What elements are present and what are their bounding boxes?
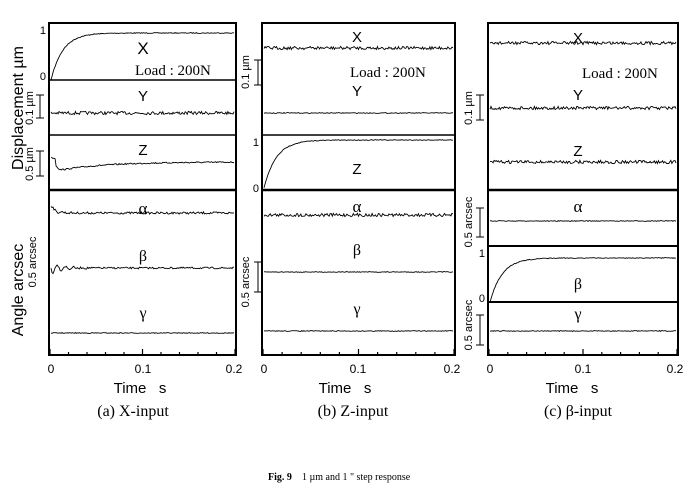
subtitle: (b) Z-input (318, 403, 389, 420)
step-tick-0: 0 (40, 71, 46, 83)
trace-Y (263, 112, 454, 114)
step-tick-1: 1 (253, 137, 259, 149)
trace-Z (263, 139, 454, 188)
trace-X (263, 45, 454, 51)
trace-label: α (353, 197, 362, 216)
trace-label: X (352, 29, 362, 46)
x-axis-label: Time s (114, 380, 167, 397)
step-tick-1: 1 (479, 248, 485, 260)
ylabel-displacement: Displacement µm (10, 46, 27, 170)
x-tick-label: 0 (48, 362, 55, 376)
trace-label: γ (352, 301, 360, 318)
load-label: Load : 200N (135, 63, 211, 79)
subtitle: (a) X-input (97, 403, 169, 420)
scale-bar (476, 314, 484, 346)
trace-label: X (137, 39, 148, 58)
step-tick-1: 1 (40, 25, 46, 37)
trace-Z (489, 159, 677, 165)
trace-label: Y (138, 88, 148, 105)
x-tick-label: 0.1 (575, 362, 592, 376)
trace-label: Z (138, 142, 147, 159)
scale-label: 0.1 µm (240, 55, 252, 89)
subtitle: (c) β-input (544, 403, 613, 420)
x-tick-label: 0.2 (226, 362, 243, 376)
trace-label: Y (573, 87, 583, 104)
ylabel-angle: Angle arcsec (10, 244, 27, 337)
x-axis-label: Time s (319, 380, 372, 397)
x-axis-label: Time s (546, 380, 599, 397)
trace-γ (489, 330, 676, 332)
trace-label: γ (138, 305, 146, 322)
scale-label: 0.5 arcsec (463, 299, 475, 350)
scale-label: 0.5 arcsec (27, 236, 39, 287)
trace-β (50, 264, 235, 275)
x-tick-label: 0.2 (444, 362, 461, 376)
trace-label: β (139, 248, 147, 265)
trace-X (50, 32, 235, 80)
scale-bar (36, 94, 44, 119)
trace-β (489, 257, 677, 303)
x-tick-label: 0.1 (135, 362, 152, 376)
trace-label: Y (352, 83, 362, 100)
trace-label: β (353, 242, 361, 259)
step-tick-0: 0 (253, 183, 259, 195)
panel-c: X Load : 200N Y Z α β γ 1 0 0.1 µm 0.5 a… (463, 22, 684, 420)
scale-bar (36, 150, 44, 177)
scale-label: 0.5 arcsec (463, 196, 475, 247)
trace-label: α (139, 199, 148, 218)
step-tick-0: 0 (479, 293, 485, 305)
trace-α (50, 206, 235, 215)
panel-a: X Load : 200N Y Z α β γ 1 0 Displacement… (10, 22, 243, 420)
trace-α (489, 220, 677, 222)
trace-Y (489, 105, 677, 111)
caption-text: 1 µm and 1 " step response (302, 472, 411, 483)
trace-X (489, 40, 677, 46)
trace-γ (50, 332, 235, 334)
load-label: Load : 200N (582, 66, 658, 82)
scale-bar (476, 207, 484, 238)
trace-label: X (573, 30, 583, 47)
x-tick-label: 0 (487, 362, 494, 376)
trace-Z (50, 157, 235, 171)
load-label: Load : 200N (350, 65, 426, 81)
panel-b: X Load : 200N Y Z α β γ 1 0 0.1 µm 0.5 a… (240, 22, 461, 420)
trace-β (263, 271, 454, 273)
x-tick-label: 0.2 (667, 362, 684, 376)
scale-label: 0.5 µm (24, 147, 36, 181)
trace-label: α (574, 197, 583, 216)
scale-bar (254, 59, 262, 86)
scale-bar (254, 261, 262, 293)
trace-label: β (574, 276, 582, 293)
figure-caption: Fig. 9 1 µm and 1 " step response (268, 472, 411, 483)
trace-Y (50, 110, 235, 116)
trace-label: Z (352, 161, 361, 178)
trace-α (263, 212, 454, 218)
scale-label: 0.5 arcsec (240, 256, 252, 307)
traces (36, 32, 678, 355)
trace-label: γ (573, 306, 581, 323)
scale-label: 0.1 µm (24, 91, 36, 125)
x-tick-label: 0 (261, 362, 268, 376)
scale-label: 0.1 µm (463, 91, 475, 125)
x-tick-label: 0.1 (350, 362, 367, 376)
trace-label: Z (573, 143, 582, 160)
scale-bar (476, 94, 484, 121)
caption-label: Fig. 9 (268, 472, 292, 483)
trace-γ (263, 330, 454, 332)
